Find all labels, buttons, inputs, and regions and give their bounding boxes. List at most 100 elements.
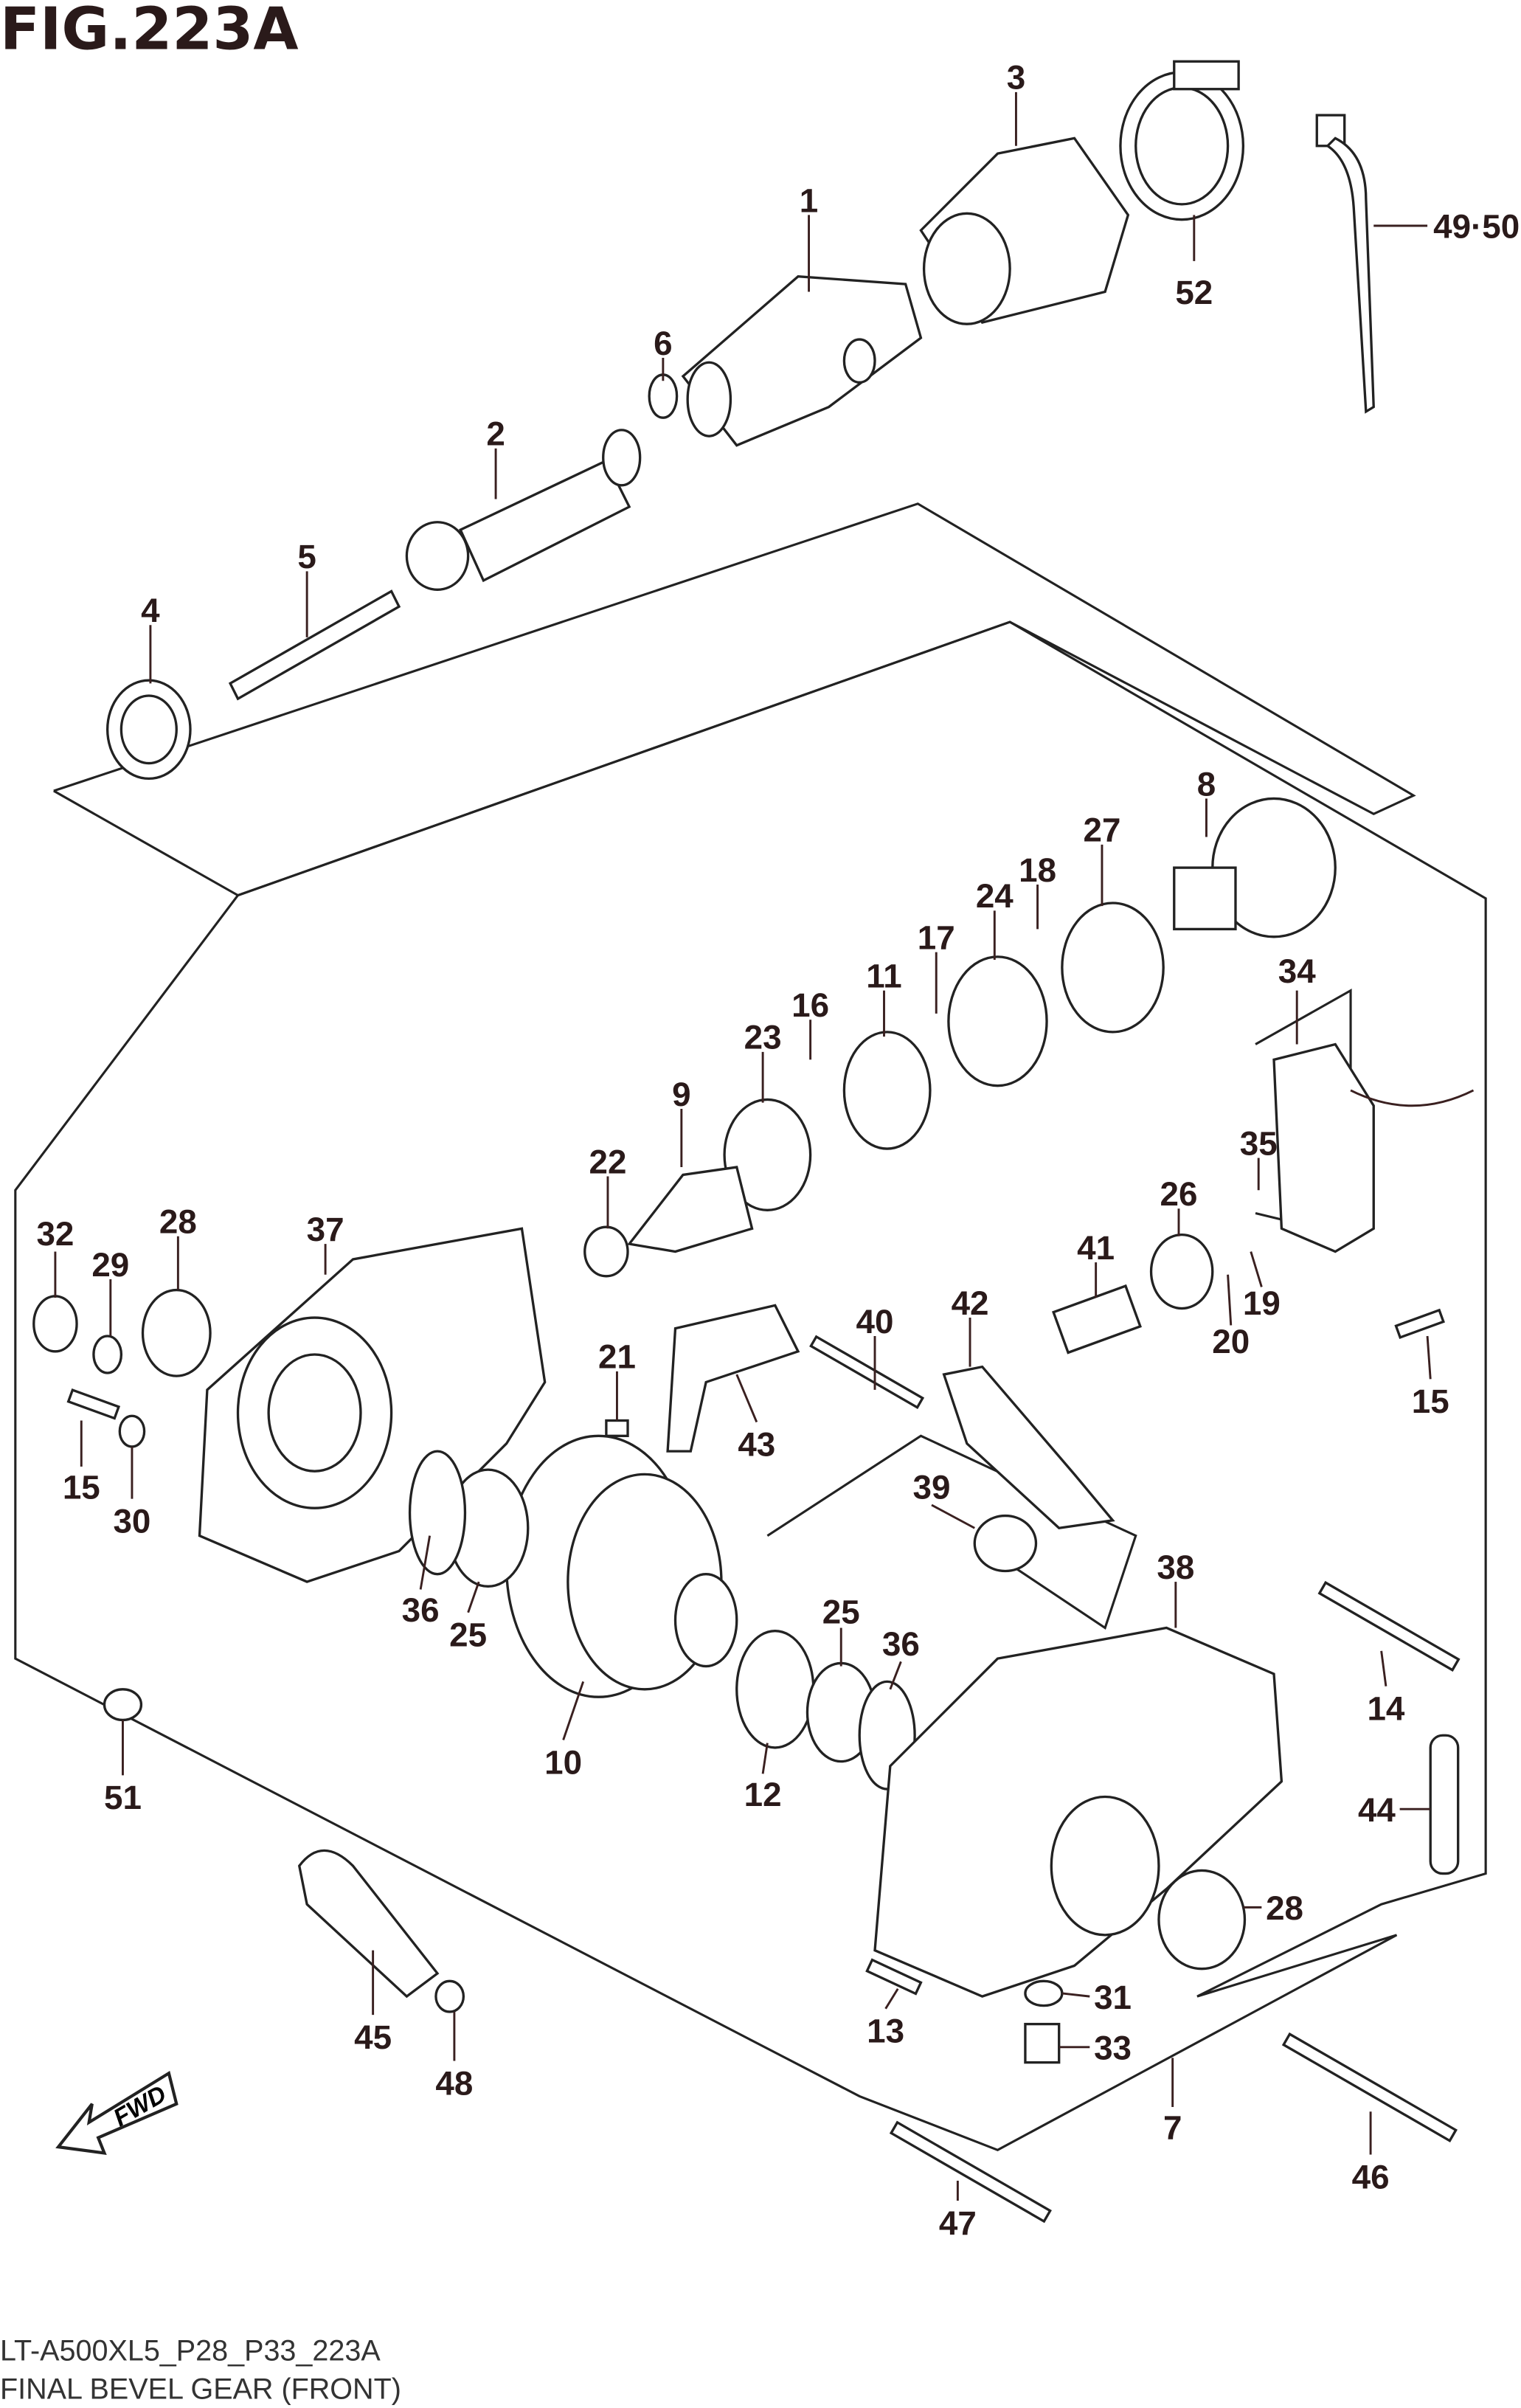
- part-switch: [1052, 1284, 1142, 1354]
- fwd-label: FWD: [109, 2080, 171, 2132]
- callout-39: 39: [913, 1469, 951, 1506]
- callout-1: 1: [800, 181, 818, 219]
- callout-30: 30: [113, 1502, 150, 1540]
- callout-40: 40: [856, 1303, 894, 1340]
- part-washer: [92, 1335, 123, 1374]
- part-fork-2: [942, 1365, 1115, 1529]
- callout-14: 14: [1367, 1689, 1404, 1727]
- callout-36-right: 36: [882, 1625, 920, 1663]
- part-bolt-15: [66, 1388, 121, 1420]
- callout-8: 8: [1197, 765, 1216, 803]
- part-collar: [973, 1514, 1038, 1573]
- callout-43: 43: [738, 1425, 775, 1463]
- subassembly-outline-fork: [766, 1434, 1137, 1630]
- callout-3: 3: [1007, 59, 1025, 97]
- callout-49-50: 49·50: [1433, 208, 1520, 246]
- part-case-left: [198, 1227, 547, 1583]
- callout-21: 21: [598, 1338, 636, 1376]
- callout-4: 4: [141, 592, 160, 629]
- part-fork: [666, 1304, 800, 1453]
- part-differential: [505, 1434, 738, 1698]
- part-pinion-gear: [627, 1166, 754, 1253]
- part-oring-left: [408, 1450, 467, 1576]
- part-cap: [105, 679, 192, 781]
- part-pin-21: [605, 1419, 629, 1437]
- part-bolt-15b: [1394, 1308, 1445, 1340]
- callout-46: 46: [1352, 2158, 1390, 2196]
- callout-12: 12: [744, 1776, 782, 1813]
- part-sensor-actuator: [1272, 1042, 1475, 1253]
- callout-5: 5: [297, 538, 316, 575]
- leader-lines: [54, 91, 1432, 2201]
- callout-24: 24: [976, 877, 1014, 915]
- part-hose-clip: [434, 1979, 465, 2013]
- callout-25-right: 25: [822, 1593, 860, 1630]
- callout-31: 31: [1094, 1979, 1132, 2016]
- callout-52: 52: [1175, 274, 1213, 311]
- callout-2: 2: [486, 415, 505, 453]
- assembly-outline-main: [14, 620, 1487, 2152]
- callout-15-right: 15: [1412, 1383, 1449, 1420]
- part-bolt-13: [865, 1958, 923, 1996]
- callout-36-left: 36: [402, 1591, 440, 1629]
- callout-20: 20: [1212, 1323, 1250, 1360]
- part-bearing-2: [723, 1098, 812, 1211]
- callout-25-left: 25: [449, 1616, 487, 1654]
- callout-6: 6: [654, 325, 672, 362]
- callout-28-left: 28: [159, 1203, 197, 1241]
- part-case-right: [873, 1626, 1283, 1998]
- part-pin: [809, 1335, 925, 1410]
- part-plug: [32, 1295, 78, 1353]
- callout-22: 22: [589, 1143, 627, 1180]
- callout-42: 42: [952, 1284, 989, 1322]
- part-bearing: [947, 955, 1048, 1087]
- part-bolt-14: [1317, 1580, 1461, 1672]
- callout-26: 26: [1160, 1175, 1198, 1213]
- part-cable-tie: [1315, 114, 1375, 414]
- callout-29: 29: [91, 1246, 129, 1284]
- callout-19: 19: [1243, 1284, 1281, 1322]
- callout-16: 16: [791, 986, 829, 1024]
- callout-41: 41: [1077, 1229, 1115, 1267]
- part-seal-right: [735, 1630, 815, 1749]
- part-needle-bearing: [583, 1225, 629, 1278]
- part-oil-seal: [1061, 902, 1165, 1034]
- callout-18: 18: [1019, 851, 1056, 889]
- part-bearing-3: [1149, 1233, 1214, 1310]
- callout-13: 13: [867, 2013, 904, 2050]
- callout-32: 32: [36, 1215, 74, 1253]
- part-bolt-46: [1281, 2032, 1458, 2142]
- part-clamp: [1119, 60, 1245, 221]
- callout-44: 44: [1358, 1791, 1396, 1829]
- callout-27: 27: [1084, 812, 1121, 849]
- callout-51: 51: [104, 1779, 142, 1816]
- figure-title: FIG.223A: [0, 0, 299, 63]
- part-washer-30: [118, 1414, 146, 1448]
- callout-9: 9: [672, 1076, 690, 1113]
- callout-45: 45: [354, 2018, 392, 2056]
- callout-35: 35: [1240, 1124, 1278, 1162]
- part-shaft: [405, 429, 642, 592]
- part-circlip: [648, 373, 679, 419]
- part-washer-lower: [1024, 1979, 1064, 2007]
- part-breather-hose: [297, 1849, 440, 1999]
- callout-33: 33: [1094, 2029, 1132, 2066]
- callout-28-right: 28: [1266, 1889, 1303, 1927]
- callout-7: 7: [1163, 2109, 1182, 2147]
- part-bracket: [1429, 1734, 1460, 1875]
- callout-11: 11: [866, 957, 901, 994]
- callout-10: 10: [544, 1743, 582, 1781]
- part-bolt-47: [889, 2120, 1052, 2224]
- callout-17: 17: [918, 918, 955, 956]
- fwd-arrow-icon: FWD: [55, 2070, 179, 2155]
- part-seal-left: [141, 1288, 212, 1377]
- part-spring: [228, 589, 401, 701]
- part-seal-lower: [1157, 1869, 1247, 1971]
- callout-15-left: 15: [63, 1469, 100, 1506]
- part-boot: [919, 136, 1130, 325]
- part-drain-plug: [1024, 2022, 1061, 2064]
- part-gear-pinion: [1173, 797, 1337, 938]
- callout-38: 38: [1157, 1549, 1194, 1586]
- callout-47: 47: [939, 2204, 977, 2242]
